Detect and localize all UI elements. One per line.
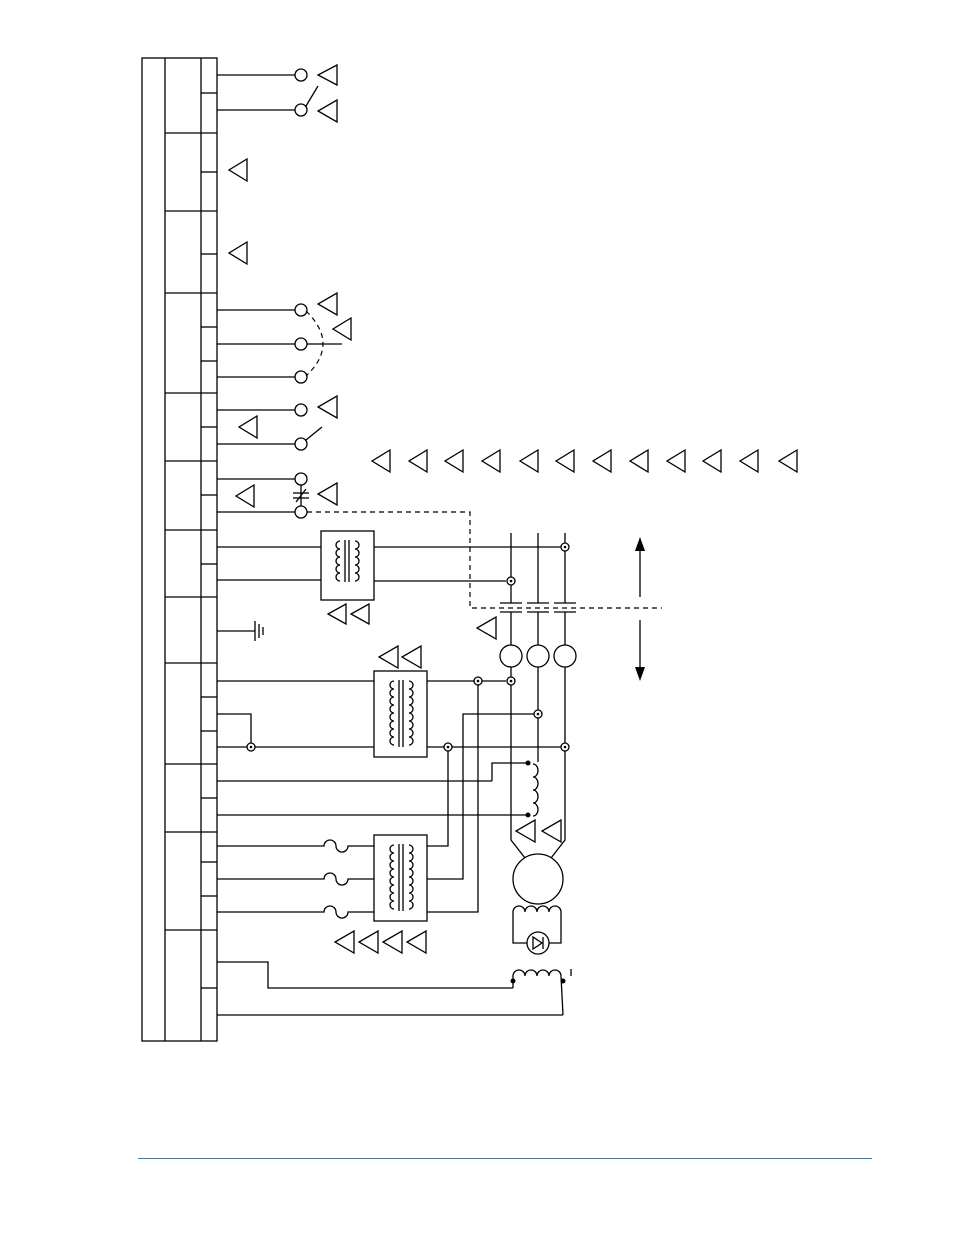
transformer-2: [217, 644, 570, 913]
triangle-marker: [331, 316, 352, 342]
triangle-marker: [316, 63, 338, 87]
triangle-marker: [326, 602, 347, 626]
triangle-marker: [234, 483, 255, 509]
triangle-marker: [316, 394, 338, 420]
triangle-marker: [514, 818, 536, 844]
triangle-marker: [475, 615, 497, 641]
triangle-marker: [349, 602, 370, 626]
rectifier-bridge: [512, 905, 562, 955]
current-transformer: [526, 644, 550, 668]
double-arrow: [635, 537, 645, 681]
triangle-marker: [381, 929, 403, 955]
exciter-field: [217, 961, 572, 1016]
triangle-marker: [377, 644, 399, 670]
transformer-3: [333, 834, 428, 955]
transformer-1: [217, 530, 561, 626]
selector-switch: [217, 291, 352, 384]
triangle-marker: [316, 291, 338, 317]
ground-symbol: [217, 621, 264, 641]
triangle-marker: [316, 98, 338, 124]
triangle-marker: [357, 929, 379, 955]
contact-group-1: [217, 63, 338, 124]
triangle-marker: [237, 414, 258, 440]
contact-group-6: [217, 472, 662, 609]
triangle-marker: [227, 157, 248, 183]
triangle-marker: [405, 929, 427, 955]
triangle-marker: [540, 818, 562, 844]
group-dividers: [165, 132, 217, 931]
contact-group-5: [217, 394, 338, 451]
terminal-dividers: [201, 92, 217, 989]
triangle-marker: [333, 929, 355, 955]
fuse-block: [217, 839, 374, 919]
triangle-marker: [227, 240, 248, 266]
triangle-marker: [316, 481, 338, 507]
triangle-row: [370, 448, 798, 474]
field-winding: [217, 760, 539, 818]
terminal-strip: [141, 57, 218, 1042]
three-phase-bus: [475, 533, 577, 830]
current-transformer: [499, 644, 523, 668]
current-transformer: [553, 644, 577, 668]
motor-symbol: [510, 830, 566, 905]
footer-rule: [138, 1158, 872, 1159]
triangle-marker: [400, 644, 422, 670]
